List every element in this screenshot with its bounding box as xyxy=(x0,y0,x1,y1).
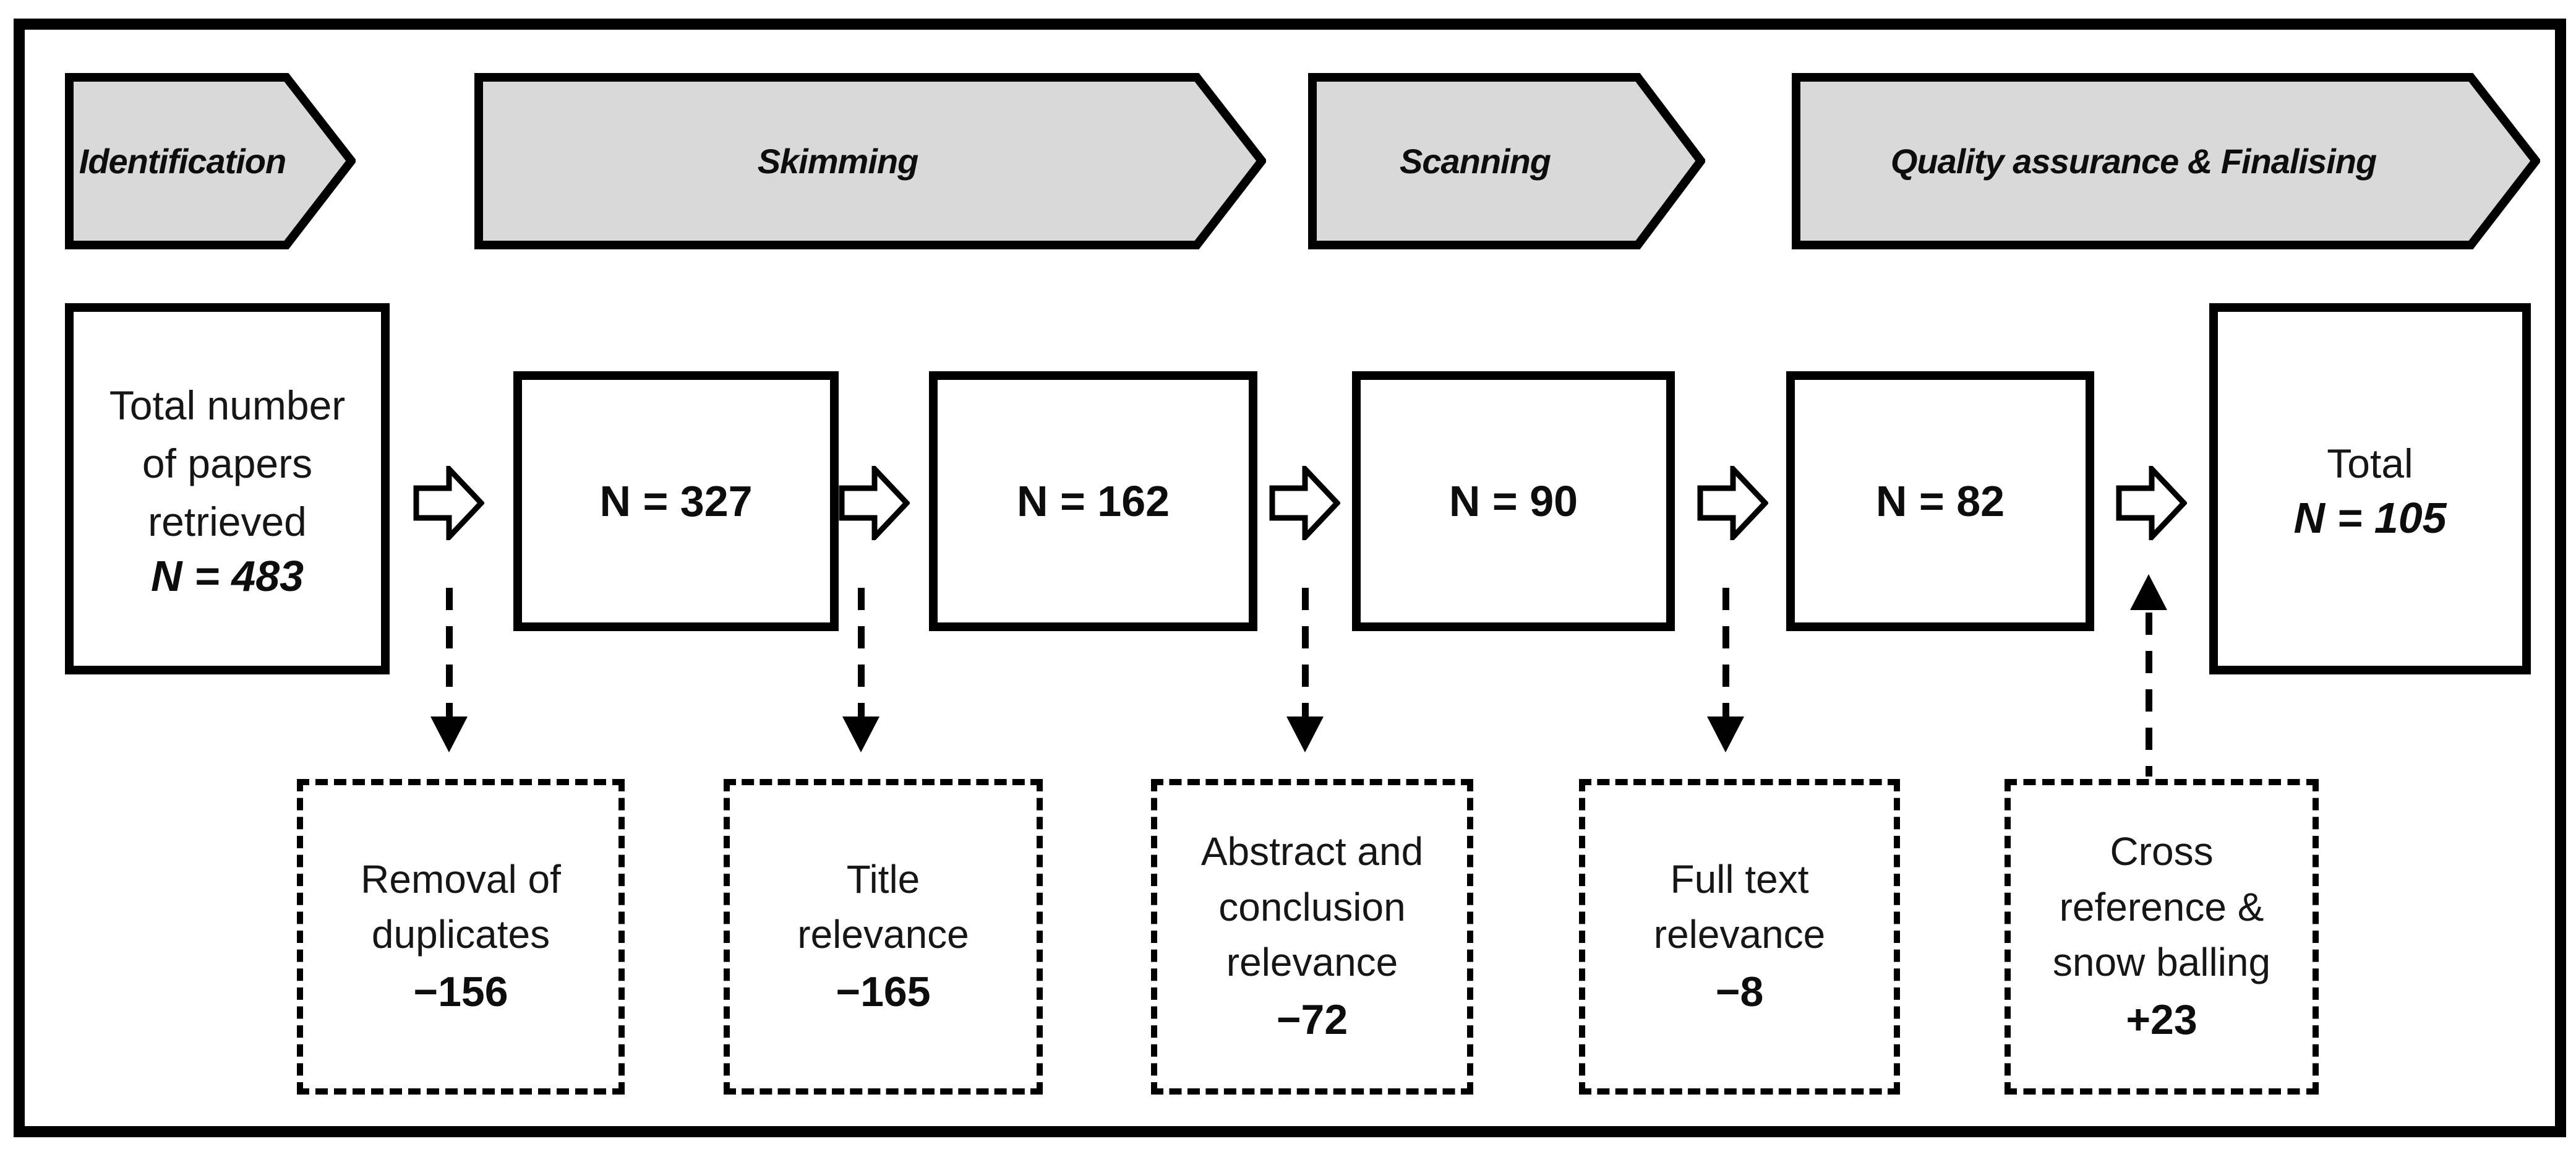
reduction-box-value: −165 xyxy=(836,968,931,1015)
banner-label: Scanning xyxy=(1399,142,1551,181)
block-arrow-icon xyxy=(2116,466,2187,540)
banner-label: Identification xyxy=(79,142,286,181)
reduction-box-text: Removal of duplicates xyxy=(361,856,561,957)
flow-box-n82: N = 82 xyxy=(1786,371,2094,631)
reduction-box-value: −72 xyxy=(1276,996,1348,1043)
reduction-box-text: Abstract and conclusion relevance xyxy=(1200,829,1424,985)
flow-box-text: Total xyxy=(2327,441,2413,487)
flow-box-value: N = 483 xyxy=(150,551,304,600)
stage-banner-identification: Identification xyxy=(65,73,356,249)
flow-box-value: N = 105 xyxy=(2293,493,2447,542)
block-arrow-icon xyxy=(839,466,910,540)
banner-arrow-shape xyxy=(65,73,356,249)
block-arrow-icon xyxy=(1269,466,1340,540)
flow-box-n90: N = 90 xyxy=(1352,371,1675,631)
reduction-box-value: −8 xyxy=(1715,968,1764,1015)
reduction-box-cross-reference: Cross reference & snow balling +23 xyxy=(2005,779,2319,1095)
reduction-box-text: Full text relevance xyxy=(1653,856,1826,957)
banner-arrow-shape xyxy=(1308,73,1705,249)
flow-box-n162: N = 162 xyxy=(929,371,1257,631)
flow-box-value: N = 90 xyxy=(1448,477,1578,525)
flow-box-total: Total N = 105 xyxy=(2209,303,2531,674)
banner-label: Skimming xyxy=(757,142,919,181)
banner-arrow-shape xyxy=(474,73,1266,249)
reduction-box-title-relevance: Title relevance −165 xyxy=(724,779,1043,1095)
banner-arrow-shape xyxy=(1792,73,2540,249)
flow-box-text: Total number of papers retrieved xyxy=(109,382,346,544)
block-arrow-icon xyxy=(1697,466,1768,540)
reduction-box-abstract-relevance: Abstract and conclusion relevance −72 xyxy=(1151,779,1473,1095)
reduction-box-duplicates: Removal of duplicates −156 xyxy=(297,779,625,1095)
stage-banner-quality-assurance: Quality assurance & Finalising xyxy=(1792,73,2540,249)
reduction-box-value: −156 xyxy=(413,968,508,1015)
flow-box-n327: N = 327 xyxy=(513,371,839,631)
stage-banner-scanning: Scanning xyxy=(1308,73,1705,249)
stage-banner-skimming: Skimming xyxy=(474,73,1266,249)
flow-box-value: N = 82 xyxy=(1875,477,2005,525)
block-arrow-icon xyxy=(413,466,484,540)
reduction-box-text: Cross reference & snow balling xyxy=(2052,829,2271,985)
banner-label: Quality assurance & Finalising xyxy=(1890,142,2377,181)
reduction-box-fulltext-relevance: Full text relevance −8 xyxy=(1579,779,1900,1095)
flow-box-value: N = 327 xyxy=(599,477,753,525)
flow-box-retrieved: Total number of papers retrieved N = 483 xyxy=(65,303,390,674)
reduction-box-text: Title relevance xyxy=(797,856,969,957)
flow-box-value: N = 162 xyxy=(1016,477,1170,525)
reduction-box-value: +23 xyxy=(2126,996,2197,1043)
